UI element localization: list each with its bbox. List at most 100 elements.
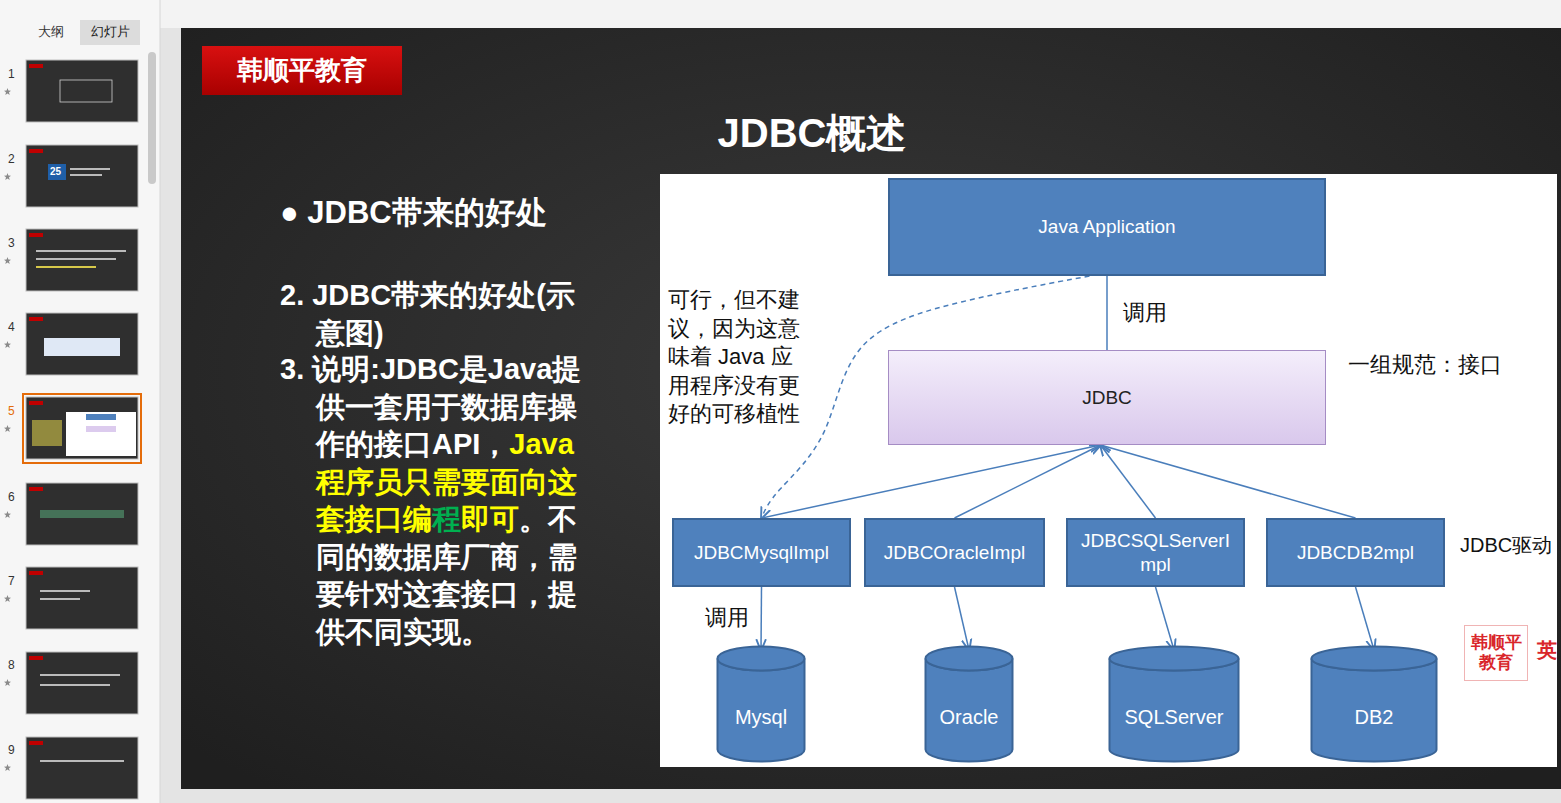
connector (1156, 587, 1175, 650)
thumbnail-tag (29, 741, 43, 745)
diagram-panel (660, 174, 1557, 767)
slide-thumbnail (26, 397, 138, 459)
connector (1356, 587, 1375, 650)
thumbnail-tag (29, 149, 43, 153)
cylinder-outline (924, 645, 1014, 763)
box-label: JDBCDB2mpl (1297, 541, 1414, 565)
tab-label: 大纲 (38, 24, 64, 40)
connector (955, 587, 970, 650)
slide-thumbnail (26, 145, 138, 207)
watermark-text: 英 (1537, 638, 1557, 662)
cylinder-body (926, 659, 1013, 762)
connector (955, 445, 1101, 518)
callout-note: 可行，但不建议，因为这意味着 Java 应用程序没有更好的可移植性 (668, 286, 810, 429)
application-box: Java Application (888, 178, 1326, 276)
thumbnail-figure (86, 414, 116, 420)
slide-number: 7 (8, 574, 15, 588)
list-item: 3. 说明:JDBC是Java提供一套用于数据库操作的接口API，Java程序员… (280, 351, 600, 651)
bullet-heading: ● JDBC带来的好处 (280, 194, 547, 231)
thumbnail-line (40, 760, 124, 762)
thumbnail-tag (29, 233, 43, 237)
interface-box: JDBC (888, 350, 1326, 445)
scrollbar-thumb (148, 52, 156, 184)
cylinder-outline (1108, 645, 1240, 763)
thumbnail-badge (48, 164, 66, 180)
thumbnail-figure (40, 510, 124, 518)
edge-label: 调用 (703, 605, 751, 631)
thumbnail-tag (29, 317, 43, 321)
slide-number: 9 (8, 743, 15, 757)
slide-thumbnail (26, 737, 138, 799)
slide-number: 4 (8, 320, 15, 334)
cylinder-body (1110, 659, 1239, 762)
thumbnail-tag (29, 401, 43, 405)
cylinder-body (1312, 659, 1437, 762)
cylinder-top (1312, 647, 1437, 671)
animation-star (4, 341, 11, 348)
thumbnail-line (40, 674, 120, 676)
box-label: JDBCOracleImpl (884, 541, 1025, 565)
connector (760, 587, 762, 650)
thumbnail-line (32, 420, 62, 446)
slide-thumbnail (26, 652, 138, 714)
animation-star (4, 595, 11, 602)
slide-number: 6 (8, 490, 15, 504)
panel-divider (160, 0, 161, 803)
thumbnail-line (70, 168, 110, 170)
cylinder-top (718, 647, 805, 671)
thumbnail-line (36, 266, 96, 268)
brand-tag: 韩顺平教育 (202, 46, 402, 95)
slide-number: 5 (8, 404, 15, 418)
slide-panel (0, 0, 160, 803)
slide-number: 1 (8, 67, 15, 81)
slides-tab: 幻灯片 (80, 20, 140, 45)
animation-star (4, 511, 11, 518)
driver-box: JDBCDB2mpl (1266, 518, 1445, 587)
edge-label: 调用 (1121, 300, 1169, 326)
thumbnail-line (40, 590, 90, 592)
selected-outline (23, 394, 141, 463)
box-label: JDBCSQLServerImpl (1074, 529, 1237, 577)
thumbnail-tag (29, 487, 43, 491)
slide-number: 8 (8, 658, 15, 672)
slide-background (181, 28, 1561, 789)
thumbnail-line (36, 250, 126, 252)
top-strip (160, 0, 1561, 28)
list-text: 即可 (461, 503, 519, 535)
database-cylinder: SQLServer (1108, 645, 1240, 763)
slide-thumbnail (26, 229, 138, 291)
slide-thumbnail (26, 60, 138, 122)
driver-box: JDBCSQLServerImpl (1066, 518, 1245, 587)
cylinder-top (1110, 647, 1239, 671)
watermark-badge: 韩顺平 教育 (1464, 625, 1528, 681)
database-cylinder: Mysql (716, 645, 806, 763)
slide-number: 2 (8, 152, 15, 166)
slide-title: JDBC概述 (612, 106, 1012, 161)
watermark-text: 韩顺平 教育 (1469, 633, 1523, 672)
slide-thumbnail (26, 313, 138, 375)
thumbnail-figure (60, 80, 112, 102)
slide-thumbnail (26, 483, 138, 545)
driver-box: JDBCMysqlImpl (672, 518, 851, 587)
connector (762, 445, 1101, 518)
animation-star (4, 257, 11, 264)
thumbnail-tag (29, 571, 43, 575)
box-label: JDBCMysqlImpl (694, 541, 829, 565)
cylinder-outline (1310, 645, 1438, 763)
annotation: 一组规范：接口 (1348, 352, 1502, 378)
brand-label: 韩顺平教育 (237, 54, 367, 87)
thumbnail-tag (29, 656, 43, 660)
animation-star (4, 764, 11, 771)
cylinder-outline (716, 645, 806, 763)
database-cylinder: Oracle (924, 645, 1014, 763)
box-label: JDBC (1082, 386, 1132, 410)
database-label: Mysql (735, 705, 787, 730)
driver-box: JDBCOracleImpl (864, 518, 1045, 587)
tab-label: 幻灯片 (91, 24, 130, 40)
connector (1106, 276, 1108, 350)
thumbnail-figure (44, 338, 120, 356)
thumbnail-tag (29, 64, 43, 68)
thumbnail-line (40, 598, 80, 600)
database-cylinder: DB2 (1310, 645, 1438, 763)
